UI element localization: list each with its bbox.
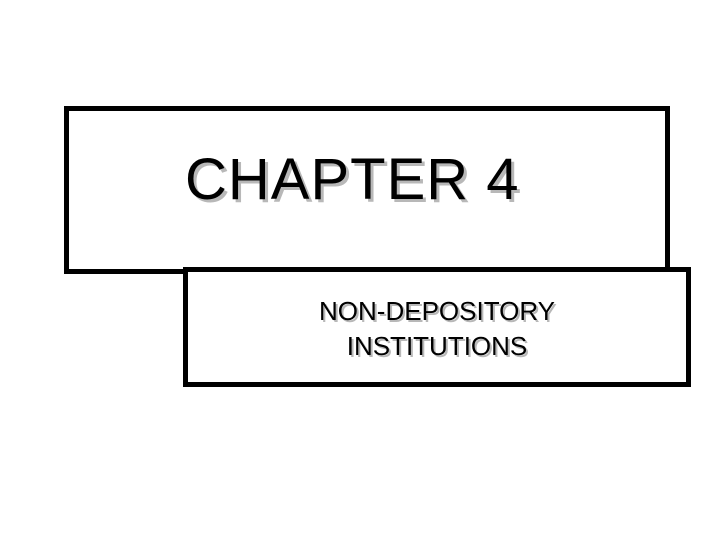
chapter-subtitle: NON-DEPOSITORY INSTITUTIONS	[188, 294, 686, 364]
subtitle-box: NON-DEPOSITORY INSTITUTIONS	[183, 267, 691, 387]
subtitle-line-2: INSTITUTIONS	[346, 331, 528, 361]
chapter-title: CHAPTER 4	[185, 146, 520, 212]
title-box: CHAPTER 4	[64, 106, 670, 274]
subtitle-line-1: NON-DEPOSITORY	[319, 296, 555, 326]
